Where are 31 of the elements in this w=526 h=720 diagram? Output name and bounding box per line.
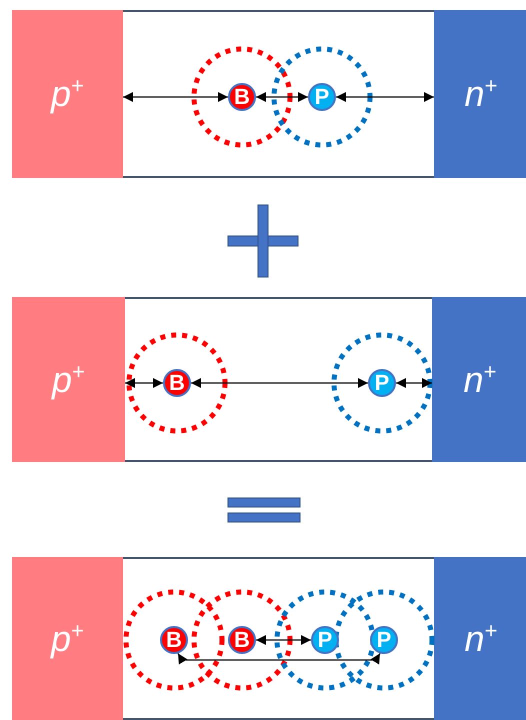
double-arrow bbox=[256, 635, 311, 645]
boron-atom: B bbox=[228, 626, 256, 654]
p-type-region bbox=[12, 297, 125, 462]
phosphorus-atom: P bbox=[311, 626, 339, 654]
boron-atom: B bbox=[163, 369, 191, 397]
p-type-region bbox=[12, 557, 123, 720]
device-frame bbox=[12, 557, 526, 720]
n-type-region bbox=[432, 297, 526, 462]
device-frame bbox=[12, 10, 526, 178]
double-arrow bbox=[123, 92, 228, 102]
double-arrow bbox=[191, 378, 368, 388]
n-type-region bbox=[434, 557, 526, 720]
phosphorus-atom: P bbox=[368, 369, 396, 397]
double-arrow bbox=[256, 92, 308, 102]
double-arrow bbox=[125, 378, 163, 388]
region-label: p$^{+}$ bbox=[51, 73, 84, 115]
region-label: n$^{+}$ bbox=[464, 358, 496, 400]
p-type-region bbox=[12, 10, 123, 178]
region-label: p$^{+}$ bbox=[51, 618, 84, 660]
double-arrow bbox=[396, 378, 432, 388]
region-label: p$^{+}$ bbox=[52, 358, 85, 400]
n-type-region bbox=[434, 10, 526, 178]
device-frame bbox=[12, 297, 526, 462]
boron-atom: B bbox=[160, 626, 188, 654]
double-arrow bbox=[336, 92, 434, 102]
phosphorus-atom: P bbox=[370, 626, 398, 654]
boron-atom: B bbox=[228, 83, 256, 111]
phosphorus-atom: P bbox=[308, 83, 336, 111]
region-label: n$^{+}$ bbox=[464, 73, 498, 115]
region-label: n$^{+}$ bbox=[464, 618, 498, 660]
double-arrow bbox=[177, 653, 381, 665]
